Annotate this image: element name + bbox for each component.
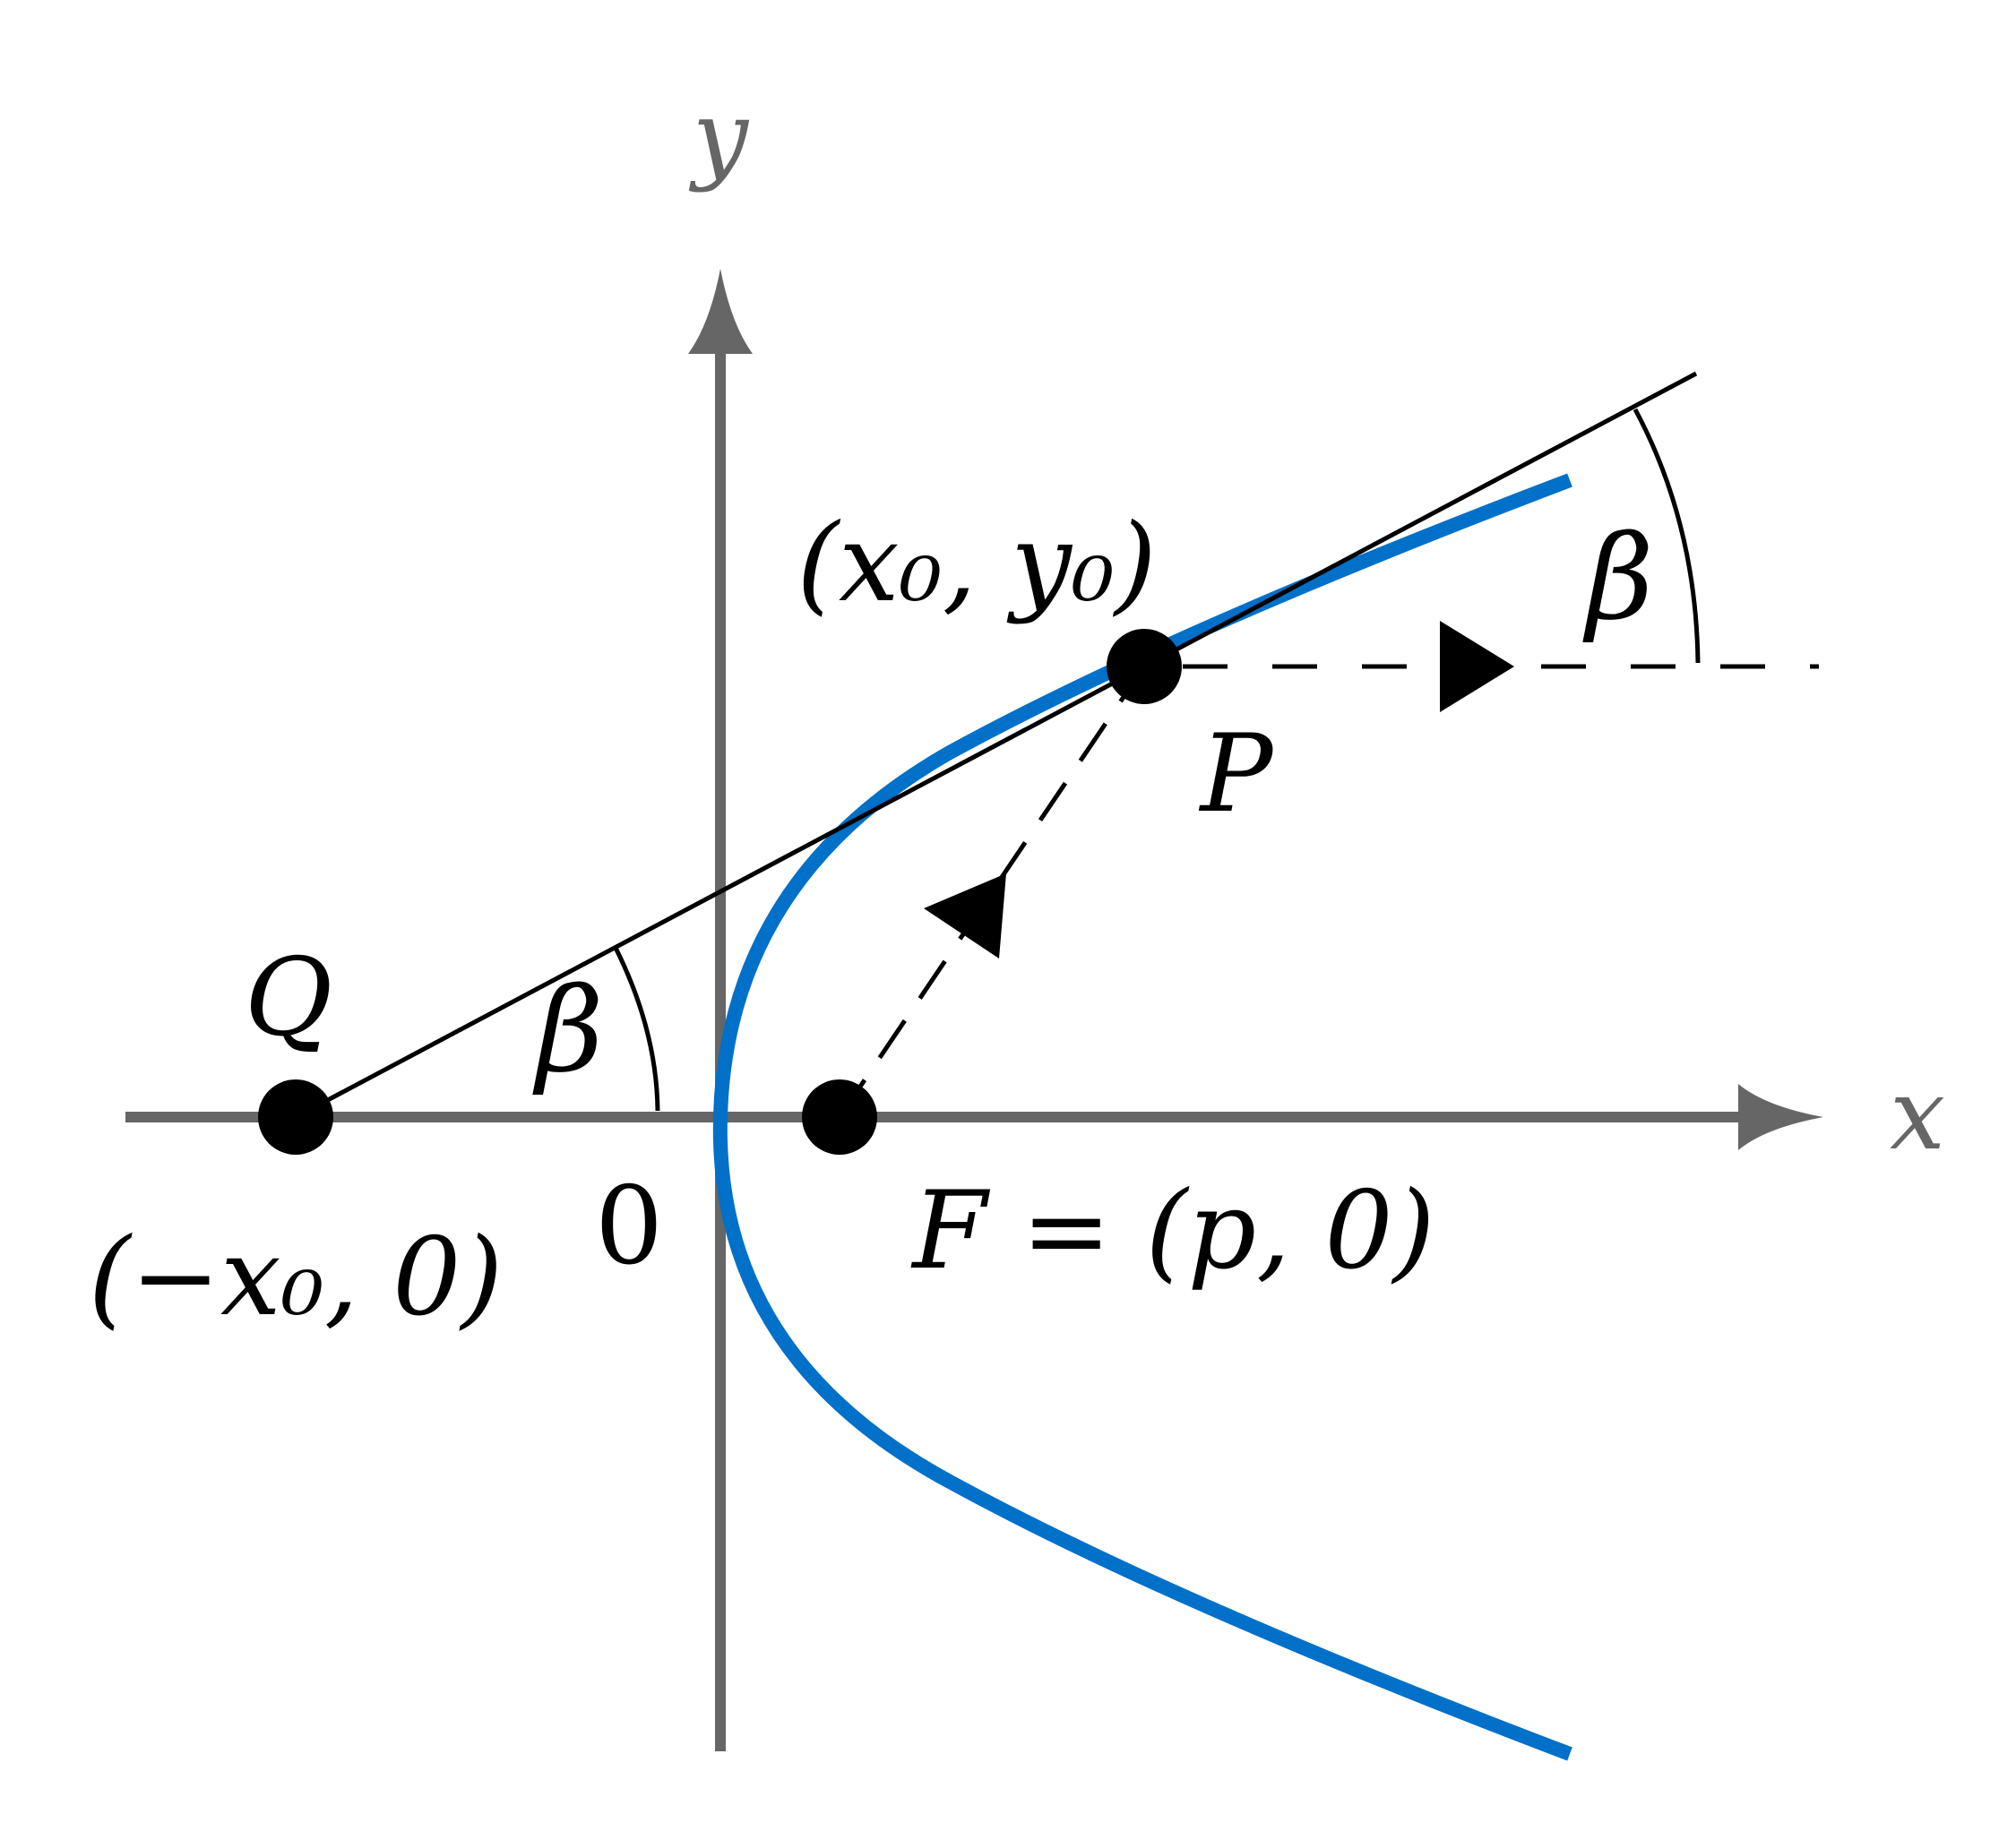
incident-ray [837,665,1147,1119]
angle-label-p: β [1581,510,1653,646]
incident-ray-arrowhead [924,873,1006,959]
point-p-label: P [1199,712,1275,837]
point-f-dot [802,1079,877,1155]
angle-arc-q [613,946,660,1112]
origin-label: 0 [595,1165,663,1289]
x-axis-label: x [1890,1057,1945,1172]
x-axis-arrowhead [1738,1084,1823,1150]
y-axis-label: y [688,79,750,193]
point-q-dot [258,1079,333,1155]
tangent-line [294,371,1698,1120]
angle-label-q: β [531,962,603,1098]
y-axis-arrowhead [688,269,753,354]
angle-arc-p [1633,408,1701,664]
reflected-ray-arrowhead [1440,621,1514,712]
point-q-coords: (−x₀, 0) [89,1216,504,1340]
point-p-coords: (x₀, y₀) [797,502,1157,626]
focus-label: F = (p, 0) [910,1169,1434,1294]
point-q-label: Q [245,936,332,1061]
x-axis [125,1084,1823,1150]
point-p-dot [1107,629,1182,704]
